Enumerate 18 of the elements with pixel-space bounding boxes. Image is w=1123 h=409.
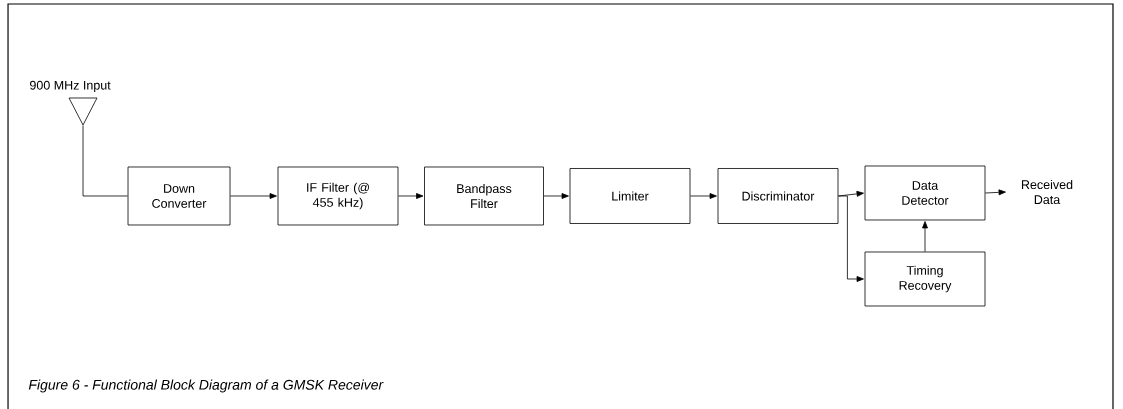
process-box: IF Filter (@ 455 kHz) (277, 166, 399, 226)
process-box: Down Converter (127, 166, 231, 226)
process-box: Data Detector (864, 165, 986, 221)
arrow (690, 193, 717, 199)
arrow (230, 193, 277, 199)
process-box: Discriminator (717, 168, 839, 224)
arrow (985, 189, 1006, 196)
process-box: Bandpass Filter (424, 166, 544, 226)
figure-caption: Figure 6 - Functional Block Diagram of a GMSK Receiver (28, 379, 384, 393)
output-label: Received Data (1021, 179, 1073, 205)
process-box: Timing Recovery (864, 251, 986, 307)
antenna-label: 900 MHz Input (30, 80, 111, 93)
arrow (922, 221, 928, 252)
arrow (398, 193, 424, 199)
process-box: Limiter (569, 168, 691, 224)
arrow (838, 195, 864, 282)
antenna-symbol (68, 97, 98, 126)
arrow (543, 193, 569, 199)
